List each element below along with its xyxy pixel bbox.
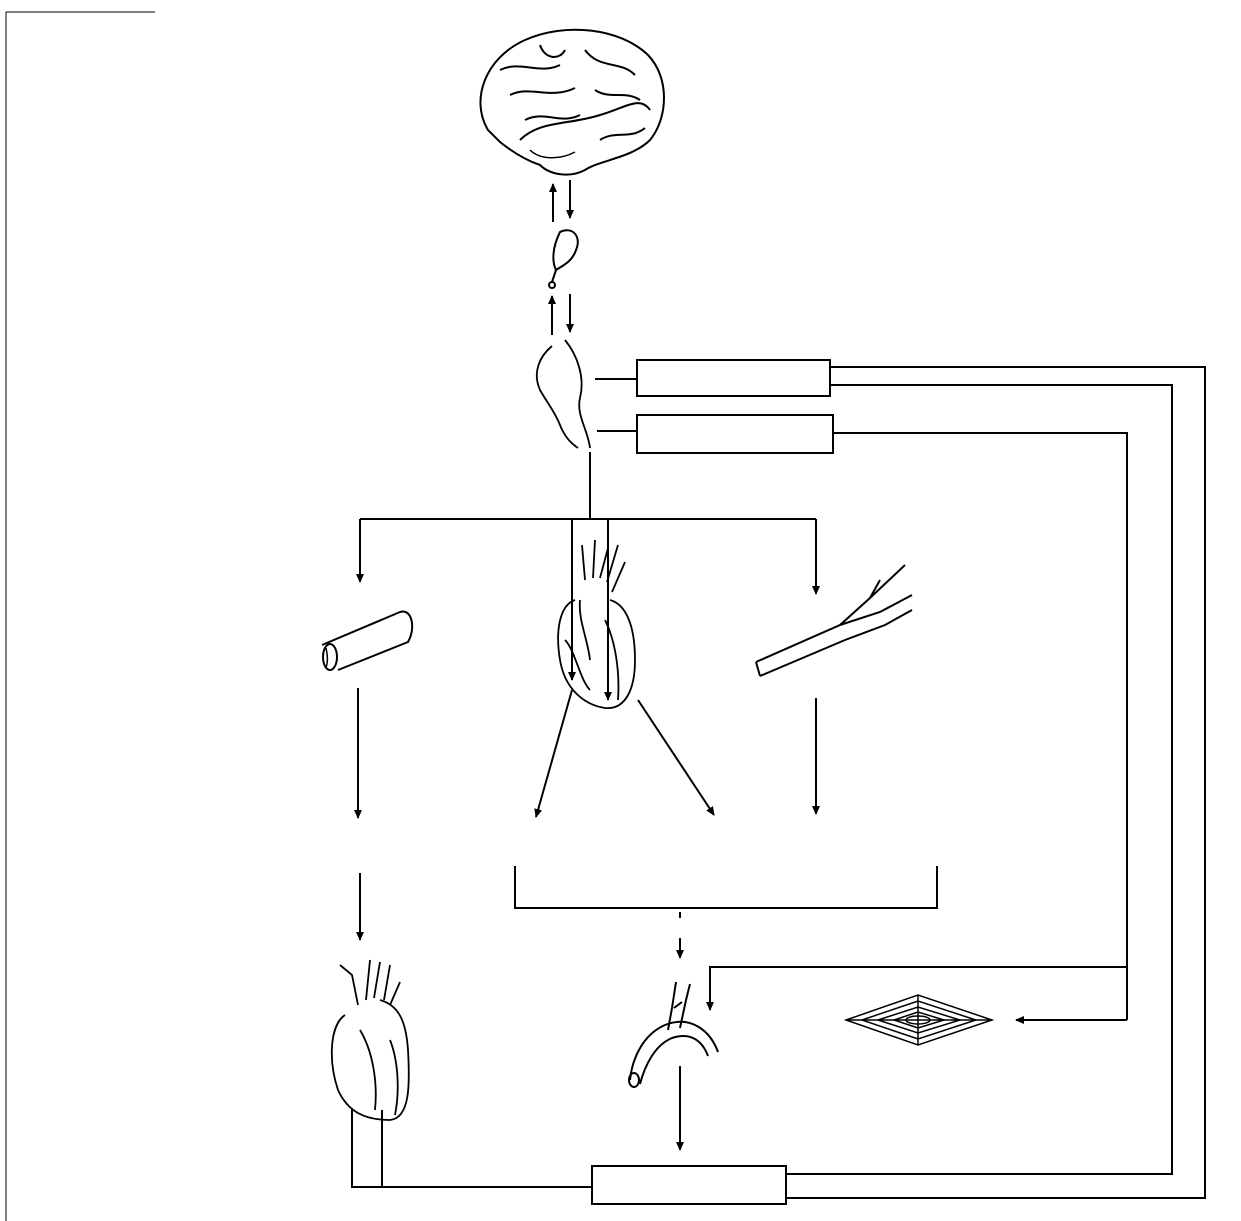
brain-icon [479,28,665,176]
pituitary-icon [548,229,579,289]
box-upper [636,359,831,397]
heart-icon [557,539,636,709]
blood-vessel-icon [321,610,414,671]
feedback-loop-lines [786,366,1206,1199]
feedback-arrows [706,966,1127,1024]
box-bottom [591,1165,787,1205]
heart-lower-icon [330,959,410,1121]
collector-bracket [514,866,938,959]
bronchi-icon [755,564,913,677]
brainstem-icon [535,339,591,449]
aortic-arch-icon [628,981,719,1088]
heart-lower-connector [351,1108,592,1188]
distribution-bus [356,452,820,701]
brain-pituitary-arrows [549,180,574,222]
brainstem-box-connectors [595,378,637,432]
tissue-mesh-icon [843,994,995,1046]
pituitary-brainstem-arrows [548,294,574,335]
organ-down-arrows [354,688,820,941]
box-middle [636,414,834,454]
page-frame [5,11,155,1221]
